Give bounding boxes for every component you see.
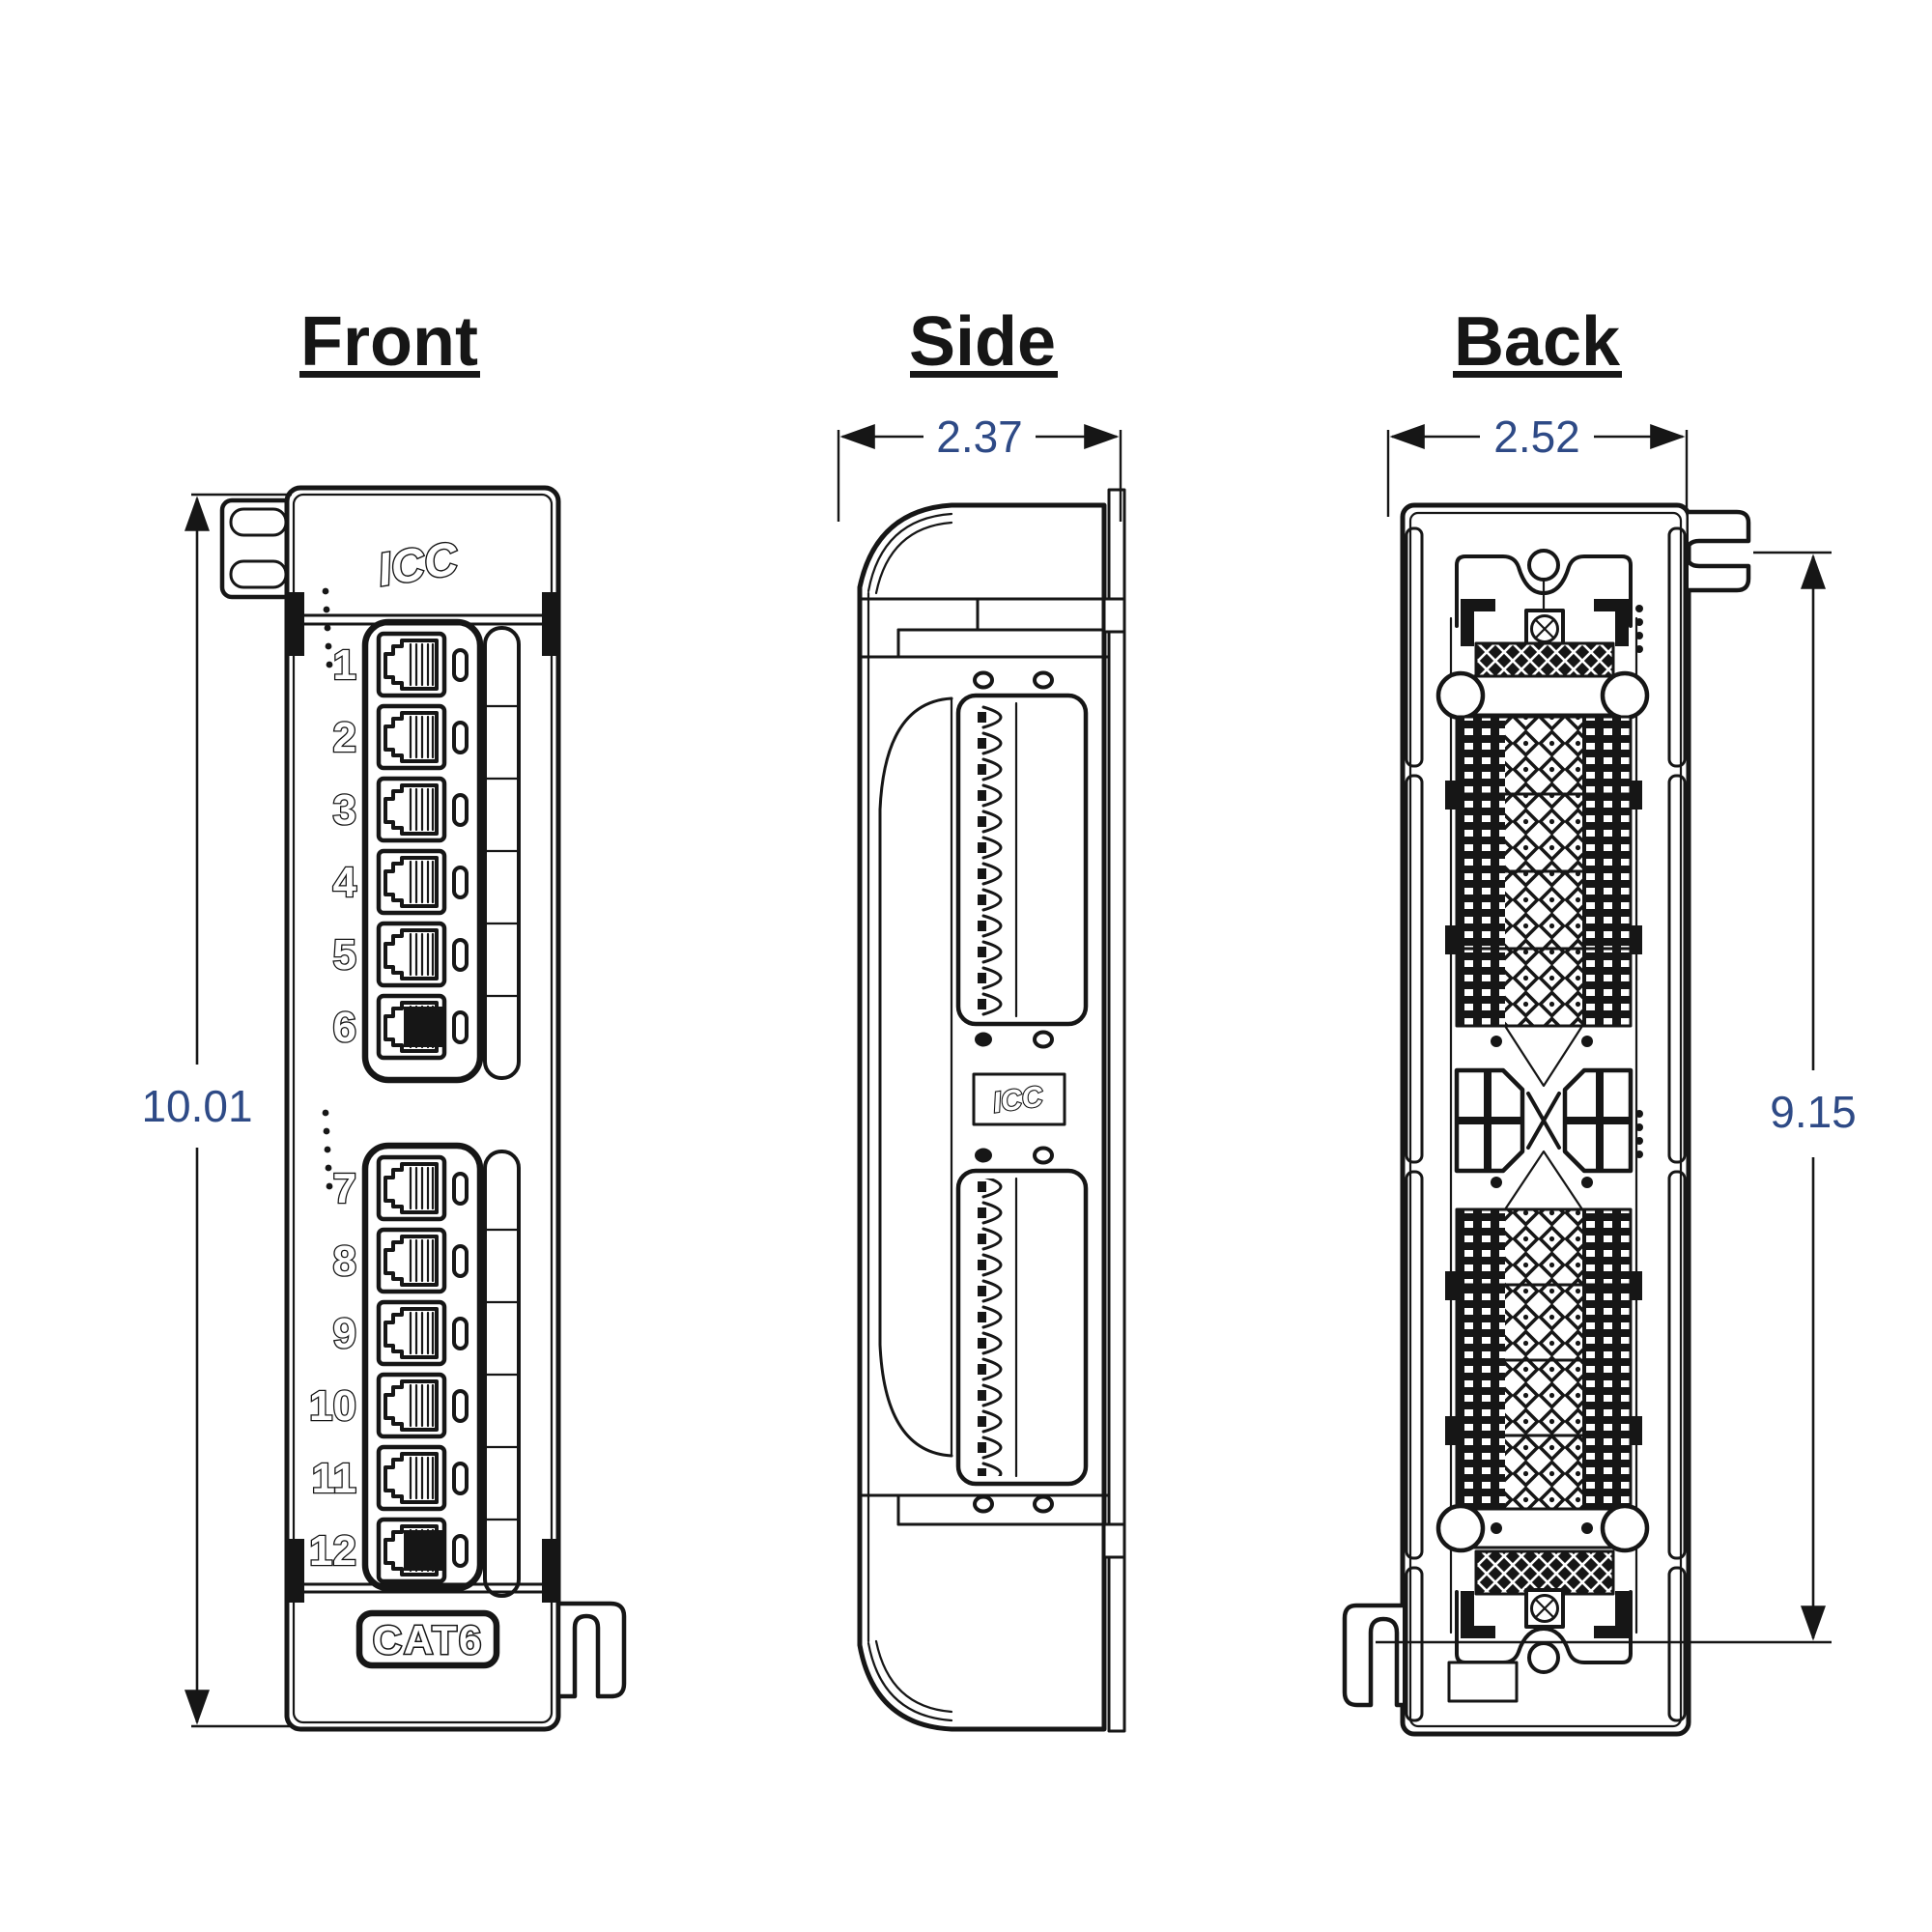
side-view: Side xyxy=(837,303,1126,1733)
port-number-3: 3 xyxy=(333,786,356,834)
cat6-badge: CAT6 xyxy=(355,1609,500,1669)
side-width-dim-label: 2.37 xyxy=(936,412,1023,462)
back-cross-brace xyxy=(1454,1067,1634,1174)
front-top-mount-tab xyxy=(219,497,297,600)
back-idc-block-upper xyxy=(1445,715,1642,1028)
back-bottom-mount-tab xyxy=(1342,1603,1403,1708)
port-number-7: 7 xyxy=(333,1165,356,1212)
rj45-jacks xyxy=(379,634,467,1581)
side-step-nub-bottom xyxy=(1102,1522,1126,1559)
back-post-bottom-left xyxy=(1435,1503,1486,1553)
back-title-underline xyxy=(1453,371,1622,378)
back-height-dim-label: 9.15 xyxy=(1770,1087,1857,1137)
stitch-dots-upper xyxy=(322,587,333,668)
side-punch-block-upper xyxy=(955,693,1089,1027)
port-number-2: 2 xyxy=(333,714,356,761)
cat6-badge-label: CAT6 xyxy=(373,1617,484,1662)
back-height-dimension: 9.15 xyxy=(1376,551,1862,1644)
back-view-title: Back xyxy=(1454,303,1621,381)
back-side-rails xyxy=(1405,526,1687,1722)
jack-block-lower xyxy=(361,1142,484,1592)
port-number-12: 12 xyxy=(309,1527,356,1575)
side-brand-logo: ICC xyxy=(972,1072,1066,1126)
stitch-dots-lower xyxy=(322,1109,333,1190)
back-termination-assembly xyxy=(1435,549,1650,1703)
front-height-dim-label: 10.01 xyxy=(141,1081,252,1131)
jack-block-upper xyxy=(361,618,484,1084)
latch-bars xyxy=(289,592,557,1603)
side-step-nub-top xyxy=(1102,597,1126,634)
front-view-title: Front xyxy=(300,303,478,381)
port-number-11: 11 xyxy=(311,1455,356,1502)
back-width-dimension: 2.52 xyxy=(1386,412,1689,517)
back-bottom-post-bar xyxy=(1457,1507,1627,1549)
front-title-underline xyxy=(299,371,480,378)
back-idc-block-lower xyxy=(1445,1208,1642,1511)
back-top-mount-tab xyxy=(1684,509,1751,593)
side-rear-plate xyxy=(1107,488,1126,1733)
back-bottom-step xyxy=(1447,1661,1519,1703)
label-strips xyxy=(483,626,521,1598)
back-post-top-right xyxy=(1600,670,1650,721)
port-number-6: 6 xyxy=(333,1004,356,1051)
port-number-4: 4 xyxy=(333,859,357,906)
back-stitch-dots-lower xyxy=(1635,1110,1643,1158)
back-bottom-screw-hole xyxy=(1527,1641,1560,1674)
side-punch-block-lower xyxy=(955,1168,1089,1487)
port-number-1: 1 xyxy=(333,641,356,689)
side-width-dimension: 2.37 xyxy=(837,412,1122,522)
back-top-screw-terminal xyxy=(1461,599,1629,649)
side-shell-laminations xyxy=(867,512,953,1722)
front-view: Front ICC xyxy=(141,303,627,1732)
back-post-top-left xyxy=(1435,670,1486,721)
svg-text:ICC: ICC xyxy=(991,1080,1046,1119)
side-title-underline xyxy=(910,371,1058,378)
front-height-dimension: 10.01 xyxy=(141,493,292,1728)
port-number-9: 9 xyxy=(333,1310,356,1357)
back-view: Back xyxy=(1342,303,1862,1737)
port-number-5: 5 xyxy=(333,931,356,979)
back-top-screw-hole xyxy=(1527,549,1560,582)
port-number-10: 10 xyxy=(309,1382,356,1430)
back-top-post-bar xyxy=(1457,674,1627,717)
port-numbers: 1 2 3 4 5 6 7 8 9 10 11 12 xyxy=(308,640,358,1577)
back-bottom-screw-terminal xyxy=(1461,1588,1629,1638)
port-number-8: 8 xyxy=(333,1237,356,1285)
side-screw-holes xyxy=(973,670,1054,1514)
side-view-title: Side xyxy=(909,303,1056,381)
side-front-bezel xyxy=(878,696,953,1458)
back-stitch-dots-upper xyxy=(1635,605,1643,653)
back-lattice-taper-down xyxy=(1503,1024,1584,1088)
back-bottom-wire-tray xyxy=(1476,1551,1613,1594)
back-post-bottom-right xyxy=(1600,1503,1650,1553)
back-width-dim-label: 2.52 xyxy=(1493,412,1580,462)
front-bottom-mount-tab xyxy=(555,1601,627,1699)
